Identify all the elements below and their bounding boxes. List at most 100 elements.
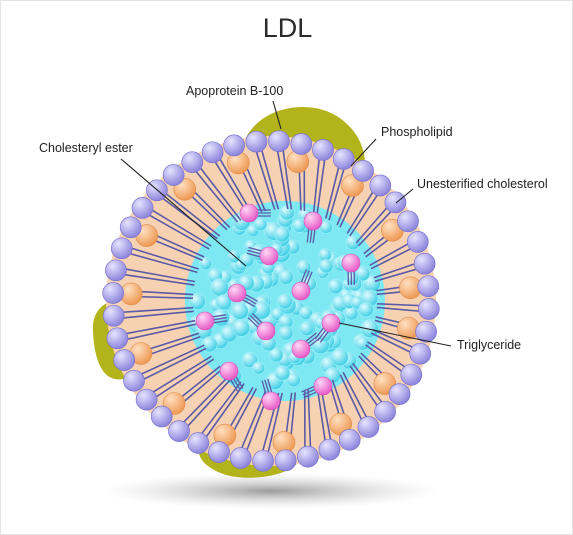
phospholipid-tail xyxy=(143,204,212,247)
core-sphere xyxy=(278,325,294,341)
phospholipid-head xyxy=(113,349,136,371)
cholesteryl-esters xyxy=(195,203,361,411)
phospholipid-tail xyxy=(176,374,231,430)
phospholipid-head xyxy=(409,342,432,365)
phospholipid-head xyxy=(374,400,396,423)
core-sphere xyxy=(345,235,361,250)
phospholipid-tail xyxy=(147,358,215,403)
phospholipid-head xyxy=(388,383,411,405)
core-sphere xyxy=(232,319,250,337)
core-sphere xyxy=(231,302,249,320)
phospholipid-head xyxy=(268,130,290,153)
cholesteryl-ester-molecule xyxy=(219,361,239,381)
phospholipid-tail xyxy=(316,150,327,215)
core-sphere xyxy=(241,351,258,368)
phospholipid-tail xyxy=(144,355,212,398)
phospholipid-head xyxy=(245,130,268,153)
phospholipid-head xyxy=(332,148,355,170)
cholesteryl-ester-molecule xyxy=(291,339,311,359)
phospholipid-head xyxy=(413,252,436,275)
phospholipid-tail xyxy=(209,152,250,217)
core-sphere xyxy=(215,294,232,311)
cholesteryl-ester-molecule xyxy=(313,376,333,396)
phospholipid-head xyxy=(110,237,133,260)
phospholipid-tail xyxy=(154,191,218,240)
cholesteryl-ester-molecule xyxy=(195,311,215,331)
phospholipid-head xyxy=(150,405,173,428)
phospholipid-tail xyxy=(115,272,195,286)
cholesteryl-ester-molecule xyxy=(321,313,341,333)
phospholipid-tail xyxy=(116,319,196,337)
leader-apoprotein xyxy=(272,100,282,130)
cholesteryl-ester-molecule xyxy=(261,391,281,411)
cholesteryl-ester-molecule xyxy=(291,281,311,301)
phospholipid-head xyxy=(415,320,437,343)
phospholipid-head xyxy=(123,369,145,392)
label-cholesteryl-ester: Cholesteryl ester xyxy=(39,141,133,155)
core-sphere xyxy=(277,293,293,310)
phospholipid-head xyxy=(397,210,419,233)
floor-shadow xyxy=(101,473,441,509)
phospholipid-head xyxy=(318,438,341,461)
phospholipid-tail xyxy=(237,390,267,458)
phospholipid-head xyxy=(208,441,230,463)
phospholipid-tail xyxy=(113,310,194,320)
phospholipid-head xyxy=(168,420,190,442)
phospholipid-head xyxy=(187,432,210,454)
phospholipid-tail xyxy=(116,266,196,283)
core-sphere xyxy=(253,217,268,231)
phospholipid-tail xyxy=(122,244,199,270)
phospholipid-tail xyxy=(117,323,197,343)
label-unesterified-cholesterol: Unesterified cholesterol xyxy=(417,177,548,191)
core-sphere xyxy=(319,259,334,274)
phospholipid-head xyxy=(105,259,127,282)
phospholipid-tail xyxy=(189,163,239,223)
phospholipid-head xyxy=(162,164,185,186)
phospholipid-head xyxy=(252,449,274,472)
core-sphere xyxy=(358,302,374,318)
phospholipid-head xyxy=(181,151,204,174)
phospholipid-head xyxy=(338,428,361,451)
phospholipid-tail xyxy=(258,141,280,210)
core-sphere xyxy=(268,347,284,363)
phospholipid-head xyxy=(406,231,429,253)
cholesteryl-ester-molecule xyxy=(256,321,276,341)
leader-cholesteryl-ester xyxy=(120,158,247,267)
phospholipid-head xyxy=(400,363,423,386)
core-sphere xyxy=(345,271,360,286)
core-sphere xyxy=(252,361,266,375)
phospholipid-tail xyxy=(281,141,293,210)
cholesteryl-ester-molecule xyxy=(303,211,323,231)
phospholipid-tail xyxy=(275,140,289,210)
label-triglyceride: Triglyceride xyxy=(457,338,522,352)
phospholipid-head xyxy=(290,133,313,155)
phospholipid-head xyxy=(357,416,380,438)
core-sphere xyxy=(211,308,230,327)
phospholipid-head xyxy=(119,216,142,239)
phospholipid-head xyxy=(106,327,129,350)
core-sphere xyxy=(274,365,291,381)
cholesteryl-ester-molecule xyxy=(227,283,247,303)
core-sphere xyxy=(298,306,313,320)
cholesteryl-ester-molecule xyxy=(341,253,361,273)
core-sphere xyxy=(296,259,312,275)
core-sphere xyxy=(330,348,349,367)
phospholipid-head xyxy=(135,388,158,411)
diagram-title: LDL xyxy=(262,13,313,43)
leader-lines xyxy=(120,100,452,347)
phospholipid-tail xyxy=(180,376,234,434)
core-sphere xyxy=(199,257,212,270)
phospholipid-head xyxy=(417,275,440,298)
leader-phospholipid xyxy=(350,138,377,167)
phospholipid-tail xyxy=(342,371,372,426)
phospholipid-tail xyxy=(319,385,333,449)
core-sphere xyxy=(299,321,315,337)
core-sphere xyxy=(278,269,294,285)
label-apoprotein: Apoprotein B-100 xyxy=(186,84,284,98)
core-sphere xyxy=(286,372,301,387)
phospholipid-tail xyxy=(158,187,221,237)
core-sphere xyxy=(327,278,344,295)
phospholipid-tail xyxy=(132,344,205,379)
core-sphere xyxy=(274,226,290,243)
